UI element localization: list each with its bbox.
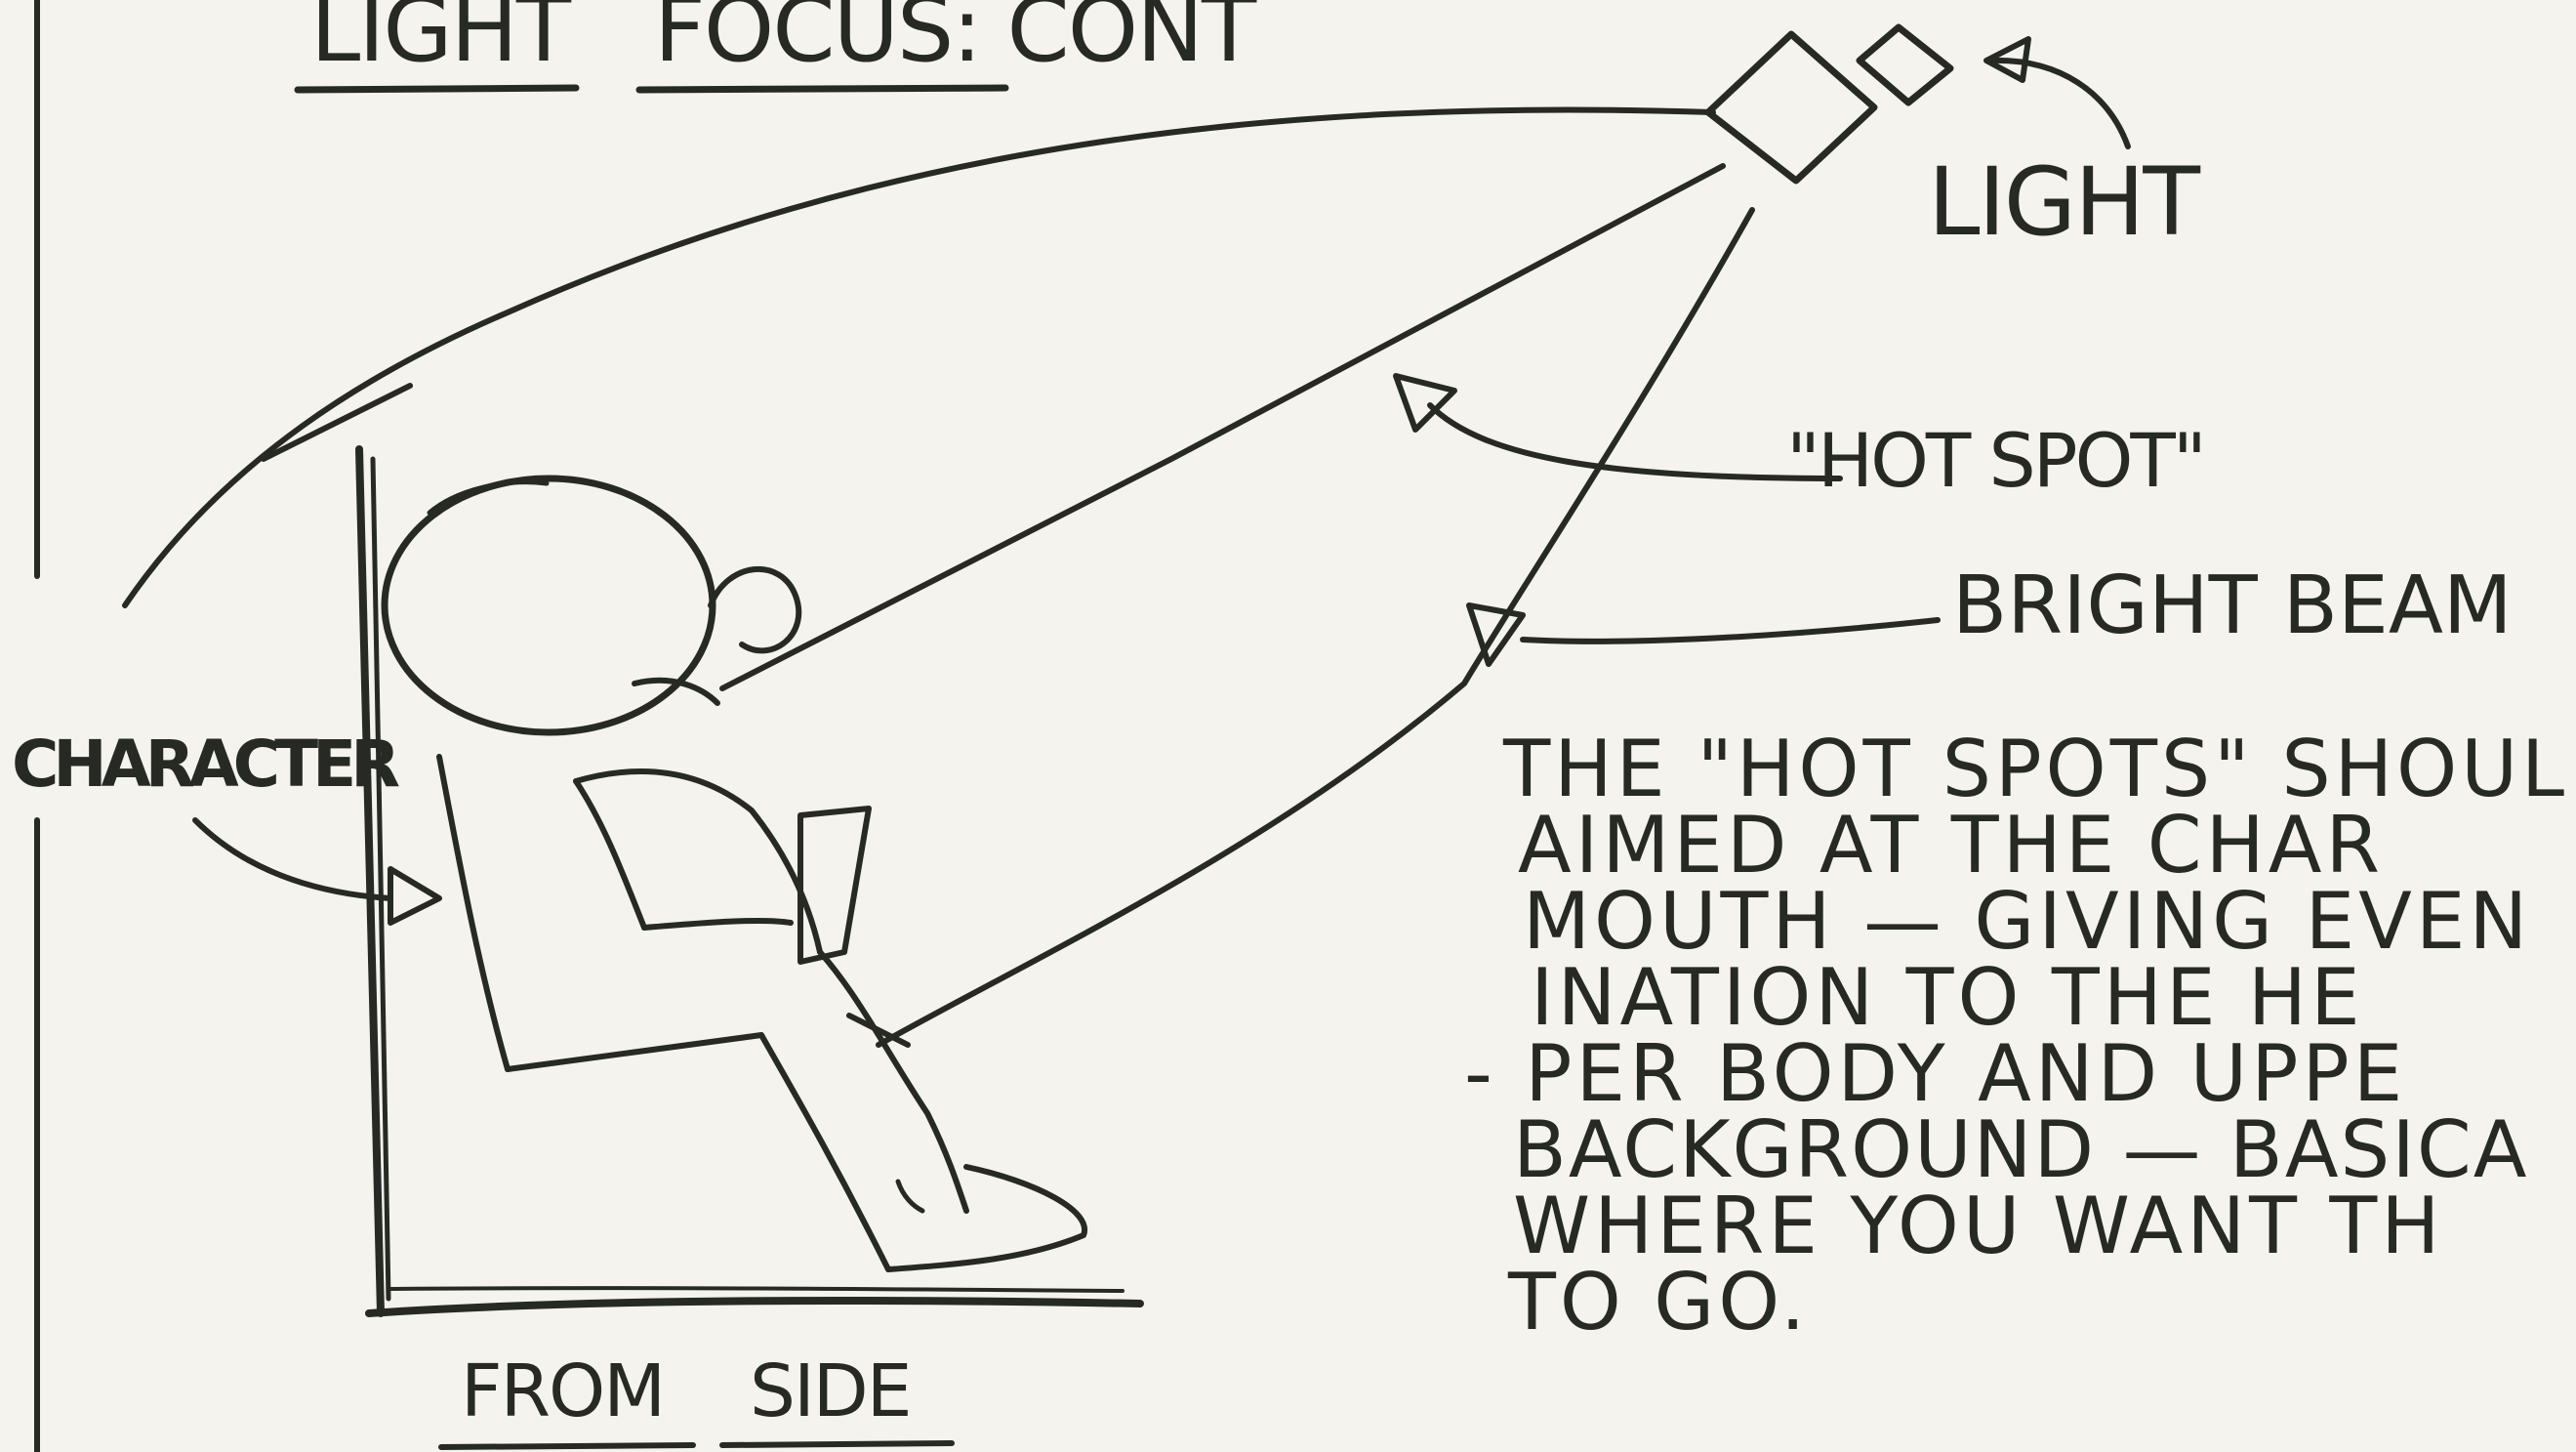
floor-line-2 xyxy=(390,1288,1123,1291)
heading-focus: FOCUS: CONT xyxy=(654,0,1257,82)
beam-outer-mark xyxy=(264,386,410,459)
character-hand xyxy=(711,569,798,650)
character-arrowhead-icon xyxy=(390,869,439,923)
heading-focus-underline xyxy=(639,88,1005,90)
character-arrow xyxy=(195,820,390,898)
character-foot xyxy=(888,1167,1084,1269)
character-head xyxy=(385,478,713,732)
character-body xyxy=(439,757,508,1069)
from-side-underline-1 xyxy=(441,1445,693,1447)
hot-spot-label: "HOT SPOT" xyxy=(1786,417,2204,504)
note-line: TO GO. xyxy=(1507,1257,1809,1348)
hot-spot-arrow xyxy=(1430,405,1840,478)
floor-line xyxy=(369,1301,1140,1313)
character-figure xyxy=(385,478,1084,1269)
bright-beam-label: BRIGHT BEAM xyxy=(1952,560,2513,652)
from-side-label-1: FROM xyxy=(461,1349,664,1433)
heading-light: LIGHT xyxy=(310,0,572,82)
beam-middle xyxy=(722,166,1723,688)
bright-beam-arrow xyxy=(1523,620,1938,642)
from-side-label-2: SIDE xyxy=(750,1349,911,1433)
microphone-icon xyxy=(800,809,869,962)
lighting-note: THE "HOT SPOTS" SHOUL AIMED AT THE CHAR … xyxy=(1464,724,2568,1348)
from-side-underline-2 xyxy=(722,1443,952,1445)
light-label: LIGHT xyxy=(1928,147,2200,257)
heading-light-underline xyxy=(298,88,576,90)
character-label: CHARACTER xyxy=(12,726,399,802)
